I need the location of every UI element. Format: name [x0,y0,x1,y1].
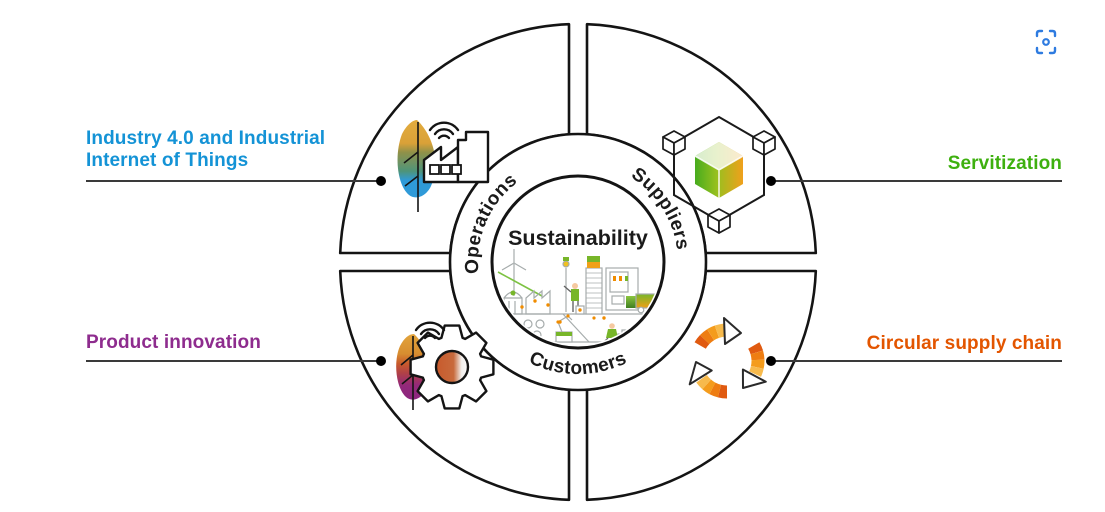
modular-cubes-hexagon-icon [662,115,776,234]
wifi-icon [428,121,460,140]
center-circle [490,174,666,350]
callout-line: Servitization [947,153,1062,174]
callout-label-industry-4-0: Industry 4.0 and Industrial Internet of … [86,128,325,172]
center-label: Sustainability [508,226,648,250]
focus-view-icon[interactable] [1035,29,1057,55]
callout-dots [376,176,776,366]
callout-line: Product innovation [86,332,261,353]
recycle-arrows-icon [688,317,767,399]
callout-label-circular-supply-chain: Circular supply chain [867,333,1062,355]
wifi-icon [414,321,446,340]
leader-dot [766,176,776,186]
leader-dot [376,176,386,186]
callout-line: Internet of Things [86,150,249,171]
callout-label-product-innovation: Product innovation [86,332,261,354]
leader-dot [376,356,386,366]
smart-factory-leaf-icon [397,120,490,212]
leader-dot [766,356,776,366]
small-cube-upper-right [752,130,776,156]
callout-lines [86,180,1062,362]
callout-label-servitization: Servitization [948,153,1062,175]
callout-line: Circular supply chain [866,333,1062,354]
callout-line: Industry 4.0 and Industrial [86,128,326,149]
small-cube-bottom [707,208,731,234]
small-cube-upper-left [662,130,686,156]
smart-gear-leaf-icon [396,321,495,410]
